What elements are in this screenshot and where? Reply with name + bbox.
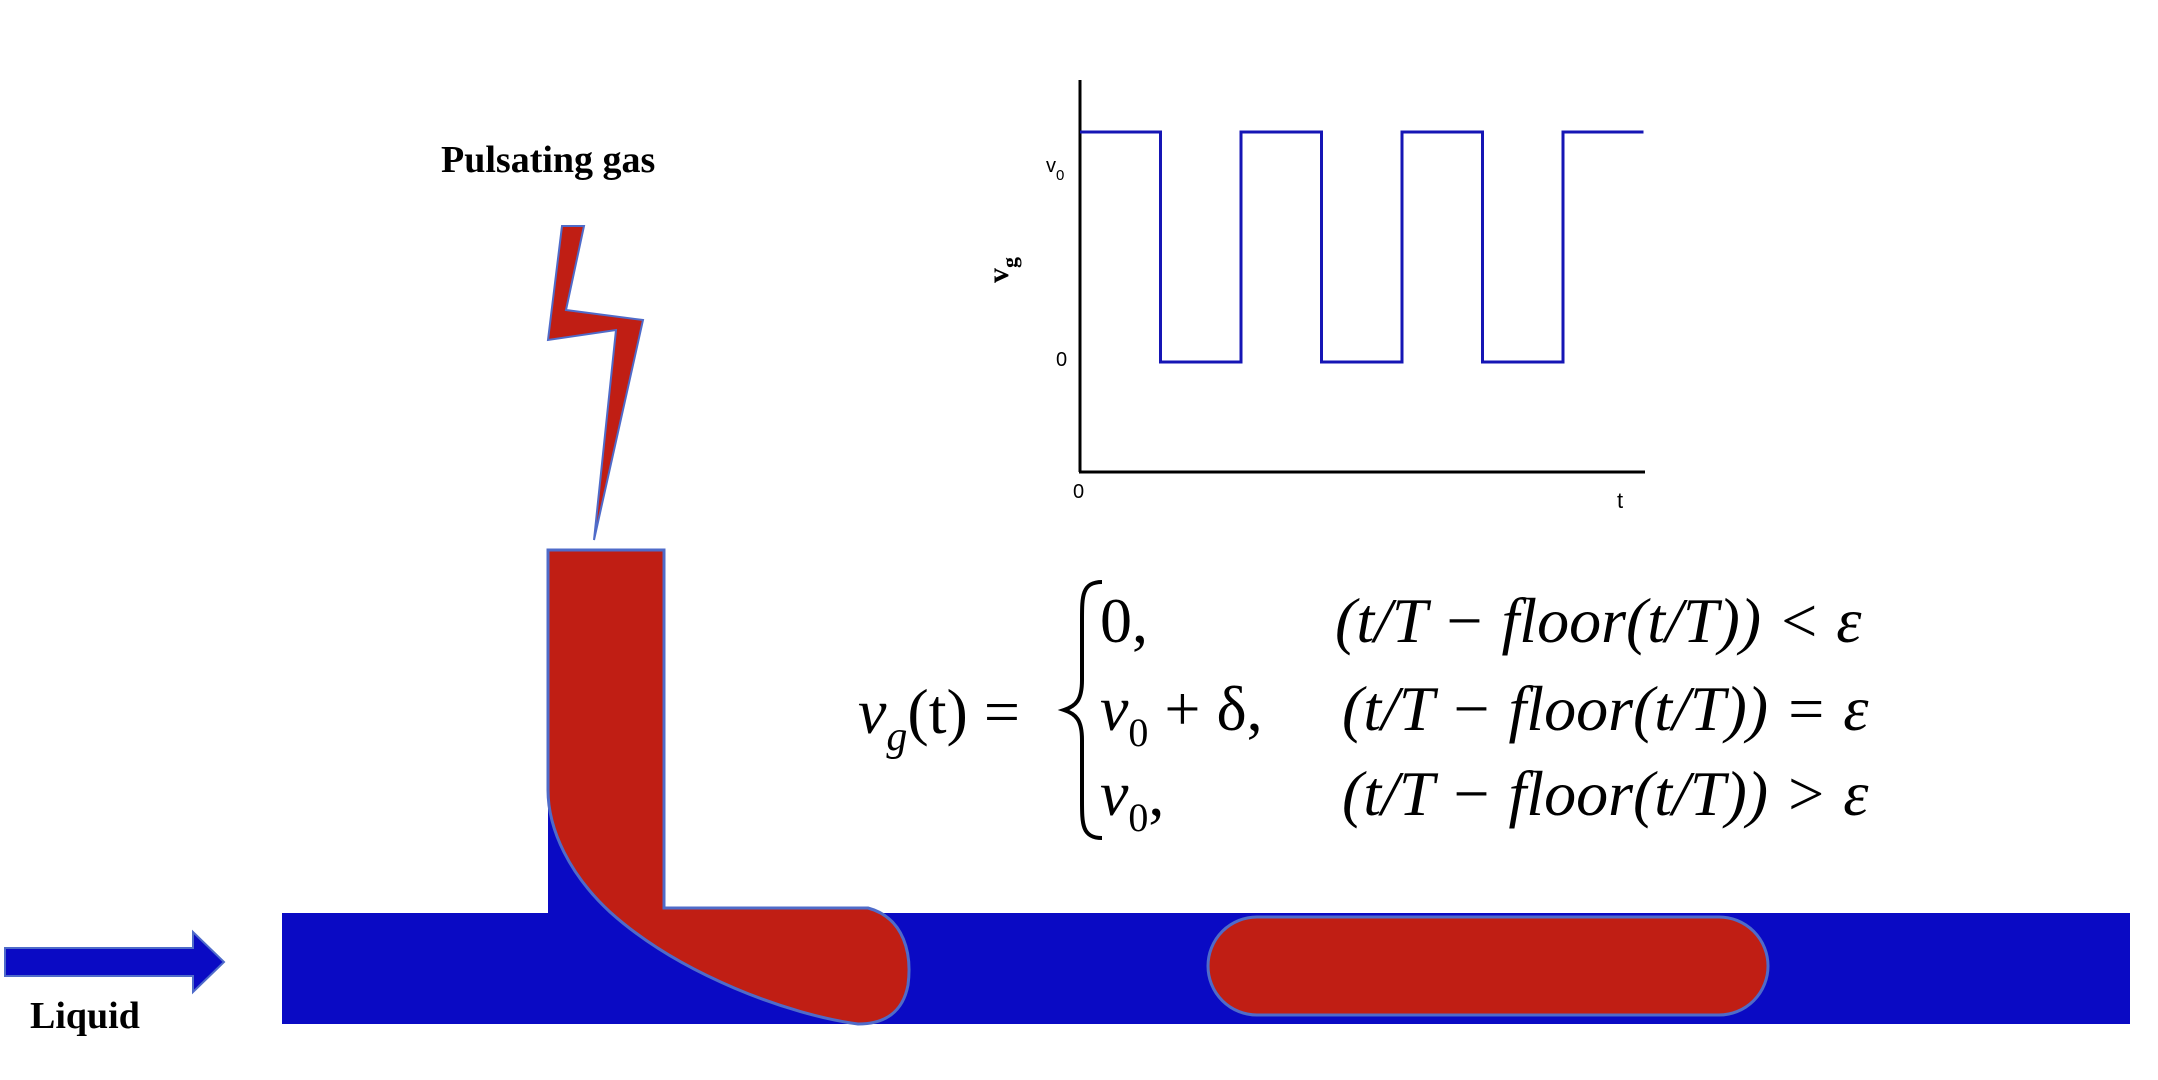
equation-lhs: vg(t) = bbox=[858, 676, 1020, 760]
signal-chart: v0 0 0 t vg bbox=[982, 80, 1645, 513]
equation-case-3-value: v0, bbox=[1100, 758, 1164, 840]
velocity-equation: vg(t) = 0, (t/T − floor(t/T)) < ε v0 + δ… bbox=[858, 580, 1869, 840]
x-axis-label: t bbox=[1617, 488, 1623, 513]
y-tick-label-v0: v0 bbox=[1046, 155, 1064, 184]
equation-case-1-value: 0, bbox=[1100, 585, 1148, 656]
equation-case-1-condition: (t/T − floor(t/T)) < ε bbox=[1335, 585, 1862, 656]
liquid-inflow-arrow-icon bbox=[4, 929, 226, 995]
y-axis-label: vg bbox=[982, 257, 1022, 283]
equation-case-2-value: v0 + δ, bbox=[1100, 673, 1263, 755]
gas-slug bbox=[1206, 915, 1770, 1017]
lightning-bolt-icon bbox=[546, 225, 645, 541]
x-tick-label-0: 0 bbox=[1073, 481, 1084, 503]
equation-case-2-condition: (t/T − floor(t/T)) = ε bbox=[1342, 673, 1869, 744]
liquid-channel bbox=[282, 913, 2130, 1024]
pulsating-gas-label: Pulsating gas bbox=[441, 139, 655, 181]
y-tick-label-0: 0 bbox=[1056, 349, 1067, 371]
equation-brace bbox=[1057, 580, 1103, 840]
equation-case-3-condition: (t/T − floor(t/T)) > ε bbox=[1342, 758, 1869, 829]
gas-bubble-forming bbox=[546, 548, 911, 1026]
liquid-label: Liquid bbox=[30, 995, 140, 1037]
signal-line bbox=[1080, 130, 1644, 364]
